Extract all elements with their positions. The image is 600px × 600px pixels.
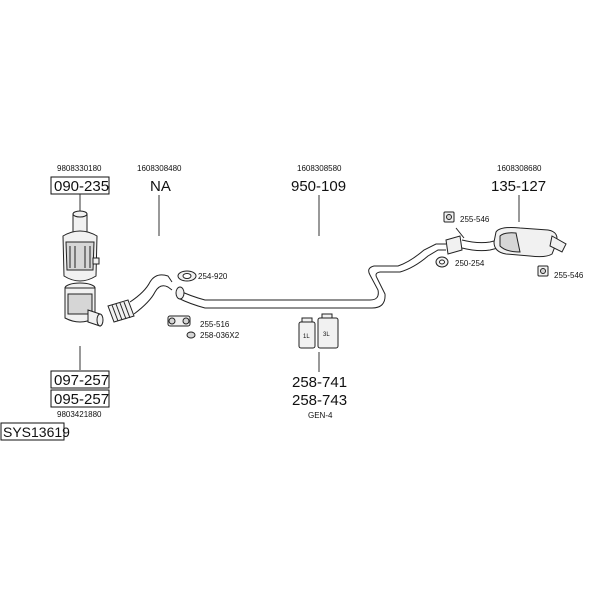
part-clamp-front[interactable]: 255-516 [200,320,230,329]
ref-middle-pipe: 1608308580 [297,164,342,173]
svg-text:3L: 3L [323,332,330,338]
rear-silencer[interactable] [445,227,567,258]
small-bottle-icon[interactable]: 1L [298,317,316,349]
part-chemical-1[interactable]: 258-741 [292,374,347,391]
part-gasket[interactable]: 254-920 [198,272,228,281]
ref-na: 1608308480 [137,164,182,173]
clamp-rear-right-icon[interactable] [537,265,549,277]
system-code-box [0,422,65,441]
part-washer-front[interactable]: 258-036X2 [200,331,240,340]
catalyst-assembly[interactable] [62,210,104,327]
part-middle-pipe[interactable]: 950-109 [291,178,346,195]
washer-icon[interactable] [186,331,196,339]
ref-rear-silencer: 1608308680 [497,164,542,173]
part-clamp-rear-right[interactable]: 255-546 [554,271,584,280]
part-rear-silencer[interactable]: 135-127 [491,178,546,195]
chemical-note: GEN-4 [308,411,333,420]
part-catalyst-bottom-1[interactable]: 097-257 [54,372,109,389]
part-na[interactable]: NA [150,178,171,195]
part-ring-rear[interactable]: 250-254 [455,259,485,268]
part-box-catalyst-bottom-2[interactable] [50,389,110,408]
part-box-catalyst-bottom-1[interactable] [50,370,110,389]
clamp-rear-top-icon[interactable] [443,211,455,223]
part-clamp-rear-top[interactable]: 255-546 [460,215,490,224]
front-flex-pipe[interactable] [107,274,173,323]
part-catalyst-bottom-2[interactable]: 095-257 [54,391,109,408]
part-catalyst-top[interactable]: 090-235 [54,178,109,195]
ref-catalyst-top: 9808330180 [57,164,102,173]
gasket-icon[interactable] [177,270,197,282]
ref-catalyst-bottom: 9803421880 [57,410,102,419]
system-code: SYS13619 [3,424,70,440]
svg-text:1L: 1L [303,334,310,340]
part-chemical-2[interactable]: 258-743 [292,392,347,409]
clamp-front-icon[interactable] [167,315,191,327]
ring-icon[interactable] [435,256,449,268]
large-bottle-icon[interactable]: 3L [317,313,339,349]
middle-pipe[interactable] [175,243,446,309]
